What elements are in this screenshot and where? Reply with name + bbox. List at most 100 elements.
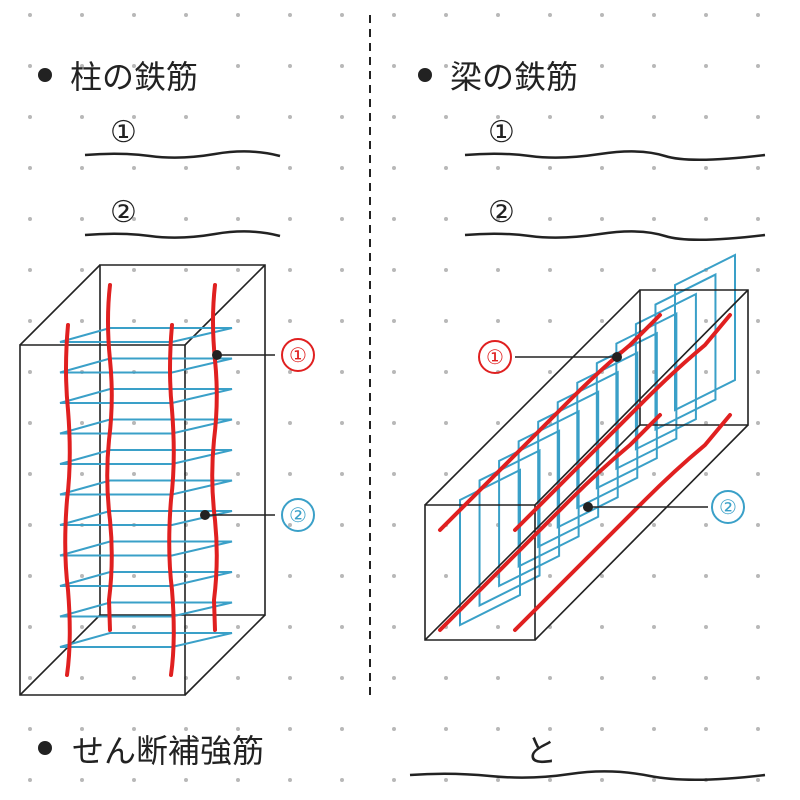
grid-dot — [28, 64, 32, 68]
grid-dot — [756, 472, 760, 476]
left-bullet — [38, 68, 52, 82]
grid-dot — [600, 421, 604, 425]
beam-callout-2-label: ② — [719, 495, 737, 519]
grid-dot — [600, 727, 604, 731]
grid-dot — [496, 166, 500, 170]
grid-dot — [236, 778, 240, 782]
grid-dot — [80, 574, 84, 578]
grid-dot — [288, 421, 292, 425]
grid-dot — [392, 421, 396, 425]
grid-dot — [652, 727, 656, 731]
grid-dot — [28, 268, 32, 272]
column-stirrup — [59, 327, 233, 343]
grid-dot — [184, 166, 188, 170]
column-stirrup — [59, 571, 233, 587]
grid-dot — [392, 13, 396, 17]
grid-dot — [28, 676, 32, 680]
column-main-bar — [105, 283, 114, 632]
grid-dot — [548, 523, 552, 527]
grid-dot — [236, 727, 240, 731]
column-stirrup — [59, 418, 233, 435]
grid-dot — [288, 523, 292, 527]
grid-dot — [652, 625, 656, 629]
grid-dot — [392, 217, 396, 221]
grid-dot — [392, 625, 396, 629]
grid-dot — [80, 217, 84, 221]
grid-dot — [600, 778, 604, 782]
grid-dot — [548, 370, 552, 374]
grid-dot — [340, 166, 344, 170]
grid-dot — [548, 676, 552, 680]
bottom-blank-line[interactable] — [409, 770, 766, 782]
grid-dot — [652, 64, 656, 68]
beam-stirrup — [674, 253, 736, 412]
grid-dot — [392, 523, 396, 527]
grid-dot — [236, 574, 240, 578]
grid-dot — [132, 64, 136, 68]
grid-dot — [288, 727, 292, 731]
grid-dot — [132, 574, 136, 578]
grid-dot — [496, 421, 500, 425]
grid-dot — [496, 727, 500, 731]
grid-dot — [288, 268, 292, 272]
grid-dot — [704, 574, 708, 578]
grid-dot — [756, 523, 760, 527]
grid-dot — [548, 778, 552, 782]
grid-dot — [444, 64, 448, 68]
grid-dot — [236, 523, 240, 527]
grid-dot — [704, 523, 708, 527]
grid-dot — [600, 319, 604, 323]
grid-dot — [288, 64, 292, 68]
grid-dot — [28, 472, 32, 476]
grid-dot — [600, 523, 604, 527]
grid-dot — [756, 370, 760, 374]
grid-dot — [80, 778, 84, 782]
grid-dot — [184, 115, 188, 119]
grid-dot — [236, 13, 240, 17]
grid-dot — [340, 676, 344, 680]
left-blank-2-line[interactable] — [84, 230, 281, 239]
grid-dot — [340, 472, 344, 476]
grid-dot — [496, 217, 500, 221]
grid-dot — [756, 268, 760, 272]
grid-dot — [132, 115, 136, 119]
grid-dot — [132, 778, 136, 782]
grid-dot — [340, 370, 344, 374]
grid-dot — [444, 676, 448, 680]
right-blank-1-line[interactable] — [464, 150, 766, 162]
bottom-heading: せん断補強筋 — [72, 732, 264, 770]
grid-dot — [704, 625, 708, 629]
grid-dot — [80, 319, 84, 323]
grid-dot — [80, 268, 84, 272]
grid-dot — [600, 268, 604, 272]
grid-dot — [340, 625, 344, 629]
column-stirrup — [59, 479, 233, 496]
grid-dot — [496, 676, 500, 680]
grid-dot — [132, 727, 136, 731]
right-blank-2-line[interactable] — [464, 230, 766, 242]
grid-dot — [652, 166, 656, 170]
grid-dot — [652, 523, 656, 527]
grid-dot — [288, 13, 292, 17]
grid-dot — [496, 64, 500, 68]
grid-dot — [80, 13, 84, 17]
beam-callout-1-label: ① — [486, 345, 504, 369]
grid-dot — [444, 370, 448, 374]
column-stirrup — [59, 540, 233, 557]
grid-dot — [756, 64, 760, 68]
column-callout-1-label: ① — [289, 343, 307, 367]
grid-dot — [756, 13, 760, 17]
left-heading: 柱の鉄筋 — [70, 58, 198, 96]
left-blank-1-line[interactable] — [84, 150, 281, 159]
grid-dot — [80, 115, 84, 119]
grid-dot — [600, 166, 604, 170]
grid-dot — [704, 166, 708, 170]
grid-dot — [444, 268, 448, 272]
grid-dot — [236, 421, 240, 425]
grid-dot — [340, 523, 344, 527]
grid-dot — [28, 625, 32, 629]
column-callout-2-circle — [281, 498, 315, 532]
grid-dot — [756, 574, 760, 578]
grid-dot — [392, 472, 396, 476]
